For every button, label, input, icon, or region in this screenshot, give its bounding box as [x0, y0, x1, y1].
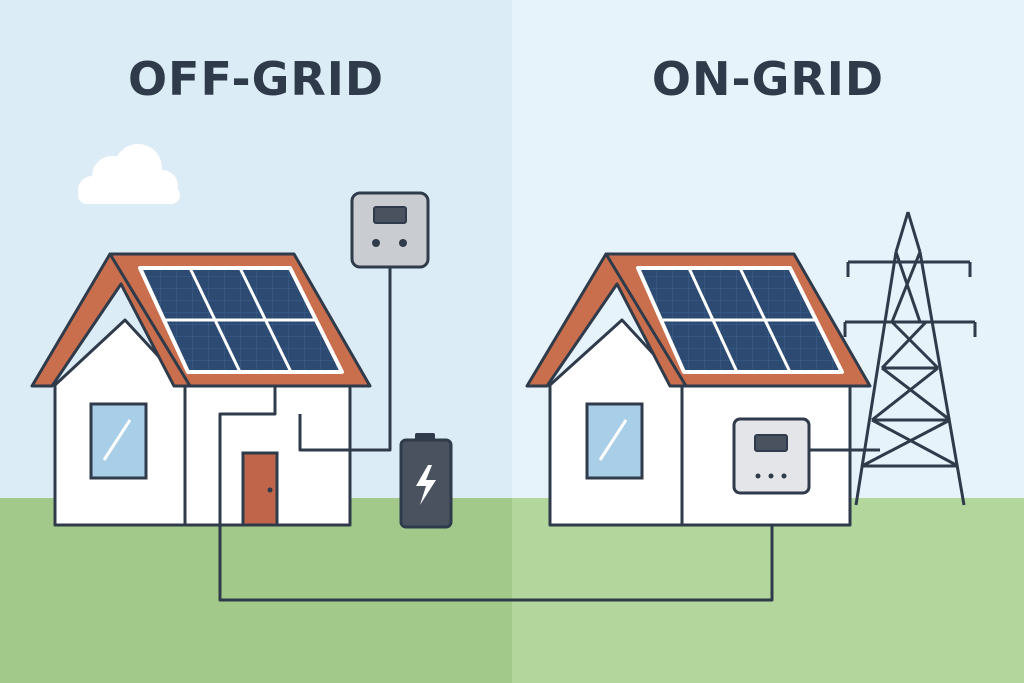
wire-ground [218, 386, 774, 602]
house-off-grid [30, 252, 372, 527]
meter-icon [754, 434, 788, 452]
inverter [732, 417, 811, 495]
charge-controller [350, 191, 430, 269]
window [89, 402, 148, 480]
grass-right [512, 498, 1024, 683]
grass-left [0, 498, 512, 683]
battery [399, 433, 453, 529]
title-on-grid: ON-GRID [651, 52, 885, 106]
window [585, 402, 644, 480]
title-off-grid: OFF-GRID [127, 52, 385, 106]
wire-to-controller [298, 268, 392, 452]
cloud [78, 144, 180, 204]
transmission-tower-icon [843, 211, 977, 506]
house-on-grid [525, 252, 872, 527]
lightning-bolt-icon [416, 465, 436, 505]
